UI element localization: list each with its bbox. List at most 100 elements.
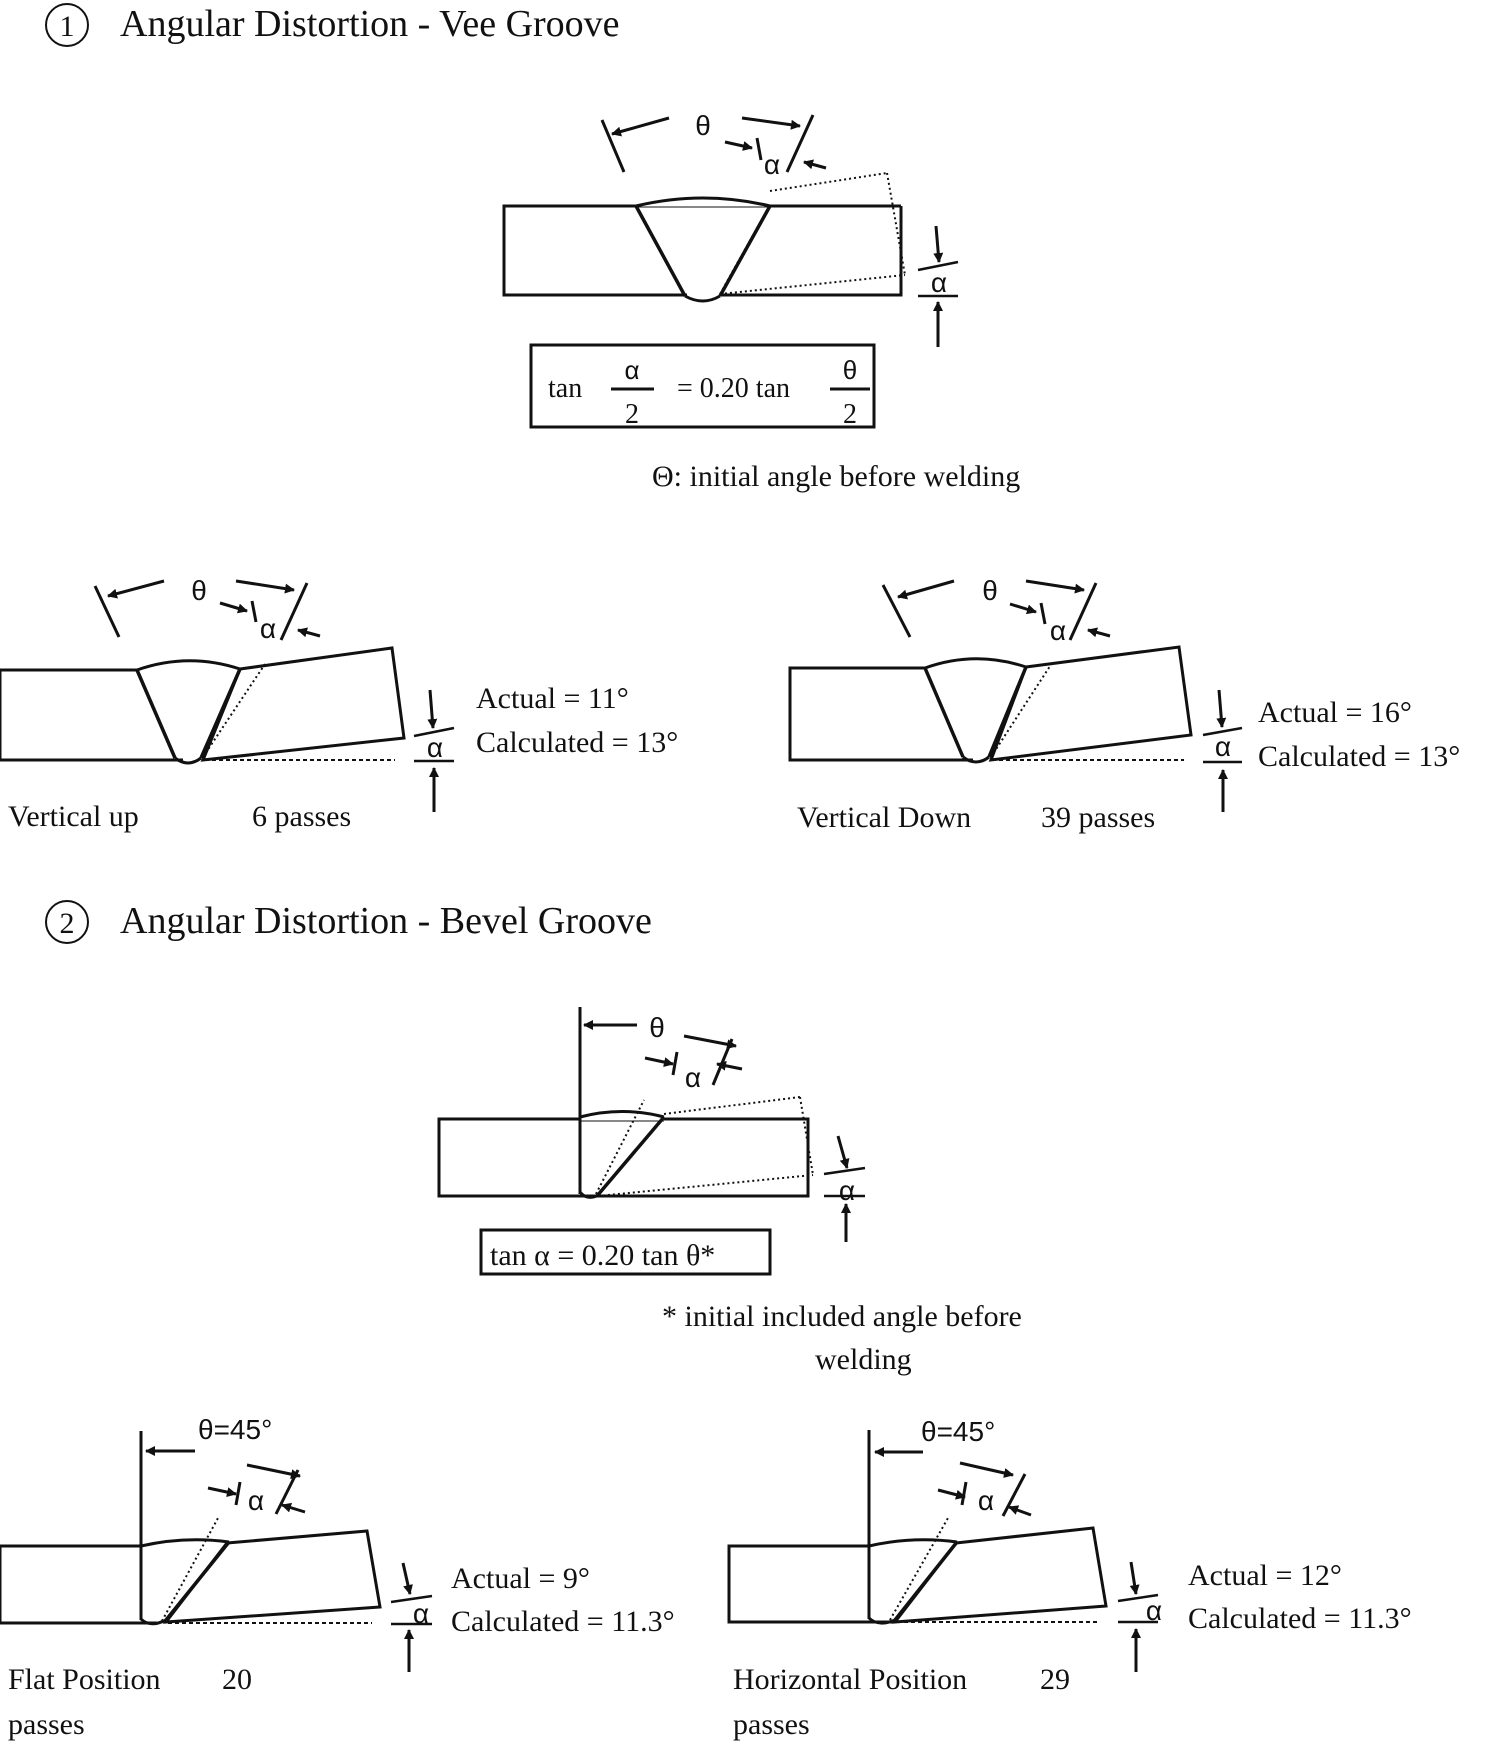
side-alpha-arrow-down xyxy=(1129,1561,1140,1595)
formula-rhs: = 0.20 tan xyxy=(677,373,790,404)
bevel-note-line-2: welding xyxy=(815,1343,912,1376)
theta-right-extension xyxy=(1001,1473,1027,1517)
vertical-up-theta-label: θ xyxy=(191,575,207,606)
weld-root xyxy=(962,755,990,764)
vertical-down-diagram xyxy=(788,579,1243,812)
theta-left-extension xyxy=(881,584,912,638)
left-plate xyxy=(502,204,687,297)
bevel-side-alpha-label: α xyxy=(839,1175,855,1206)
horizontal-position: Horizontal Position xyxy=(733,1663,967,1696)
flat-position-diagram xyxy=(0,1431,433,1672)
weld-cap xyxy=(579,1110,665,1119)
alpha-tick xyxy=(234,1481,242,1506)
theta-right-extension xyxy=(785,114,815,173)
vertical-up-side-alpha-label: α xyxy=(427,732,443,763)
horizontal-passes-count: 29 xyxy=(1040,1663,1070,1696)
bevel-sloped-face xyxy=(893,1540,959,1622)
side-alpha-line-top xyxy=(390,1594,433,1604)
horizontal-passes-word: passes xyxy=(733,1708,810,1741)
alpha-tick xyxy=(671,1051,679,1076)
alpha-arrow-left xyxy=(937,1488,966,1500)
vertical-down-side-alpha-label: α xyxy=(1215,731,1231,762)
rotated-plate xyxy=(988,645,1193,762)
theta-arrow-left xyxy=(611,116,670,137)
alpha-arrow-right xyxy=(1087,627,1111,638)
flat-theta-label: θ=45° xyxy=(198,1414,272,1445)
weld-cap xyxy=(140,1538,230,1548)
weld-root xyxy=(174,756,202,765)
flat-actual: Actual = 9° xyxy=(451,1562,590,1595)
original-groove-wall xyxy=(990,662,1053,758)
section-1-number-circle xyxy=(45,3,89,47)
theta-left-extension xyxy=(93,585,121,638)
vee-alpha-label: α xyxy=(764,149,780,180)
theta-left-extension xyxy=(600,119,626,173)
distorted-plate-outline xyxy=(595,1096,814,1197)
groove-right-wall xyxy=(987,666,1028,758)
flat-passes-count: 20 xyxy=(222,1663,252,1696)
groove-left-wall xyxy=(923,667,965,758)
theta-arrow-right xyxy=(683,1034,737,1050)
vertical-down-alpha-label: α xyxy=(1050,615,1066,646)
alpha-arrow-left xyxy=(724,140,753,151)
groove-left-wall xyxy=(634,205,687,297)
flat-passes-word: passes xyxy=(8,1708,85,1741)
bevel-sloped-face xyxy=(164,1540,231,1622)
side-alpha-line-top xyxy=(1202,726,1243,737)
side-alpha-line-top xyxy=(1117,1593,1159,1603)
alpha-tick xyxy=(1039,602,1047,625)
vertical-up-diagram xyxy=(0,579,455,812)
flat-side-alpha-label: α xyxy=(413,1598,429,1629)
theta-arrow-left xyxy=(107,579,165,599)
vertical-down-passes: 39 passes xyxy=(1041,801,1155,834)
alpha-tick xyxy=(755,137,763,161)
formula-lhs-numerator: α xyxy=(624,355,639,385)
flat-calculated: Calculated = 11.3° xyxy=(451,1605,675,1638)
formula-box-vee: tan α 2 = 0.20 tan θ 2 xyxy=(529,343,876,430)
theta-arrow-right xyxy=(741,116,801,130)
bevel-theta-label: θ xyxy=(649,1012,665,1043)
theta-arrow-left xyxy=(897,579,955,600)
side-alpha-line-top xyxy=(413,726,455,738)
section-2-title: Angular Distortion - Bevel Groove xyxy=(120,900,652,942)
section-2-number: 2 xyxy=(60,907,75,940)
left-plate xyxy=(437,1117,597,1198)
horizontal-side-alpha-label: α xyxy=(1146,1595,1162,1626)
vertical-up-passes: 6 passes xyxy=(252,800,351,833)
bevel-note-line-1: * initial included angle before xyxy=(662,1300,1022,1333)
horizontal-theta-label: θ=45° xyxy=(921,1416,995,1447)
original-groove-wall xyxy=(202,663,266,758)
left-plate xyxy=(0,1544,157,1625)
vertical-down-actual: Actual = 16° xyxy=(1258,696,1412,729)
horizontal-position-diagram xyxy=(727,1430,1159,1672)
vertical-up-calculated: Calculated = 13° xyxy=(476,726,678,759)
section-1-title: Angular Distortion - Vee Groove xyxy=(120,3,620,45)
original-bevel-face xyxy=(161,1517,219,1622)
section-1-header: 1 Angular Distortion - Vee Groove xyxy=(45,3,620,47)
left-plate xyxy=(727,1544,893,1624)
vee-theta-label: θ xyxy=(695,110,711,141)
original-bevel-face xyxy=(889,1517,949,1621)
alpha-arrow-right xyxy=(281,1502,306,1514)
section-2-number-circle xyxy=(45,900,89,944)
weld-cap xyxy=(136,659,241,672)
horizontal-actual: Actual = 12° xyxy=(1188,1559,1342,1592)
theta-arrow-right xyxy=(1025,579,1085,594)
side-alpha-arrow-down xyxy=(427,689,438,729)
vertical-up-position: Vertical up xyxy=(8,800,139,833)
section-1-number: 1 xyxy=(60,10,75,43)
horizontal-calculated: Calculated = 11.3° xyxy=(1188,1602,1412,1635)
side-alpha-line-top xyxy=(917,260,959,272)
groove-left-wall xyxy=(135,669,177,759)
alpha-arrow-left xyxy=(207,1486,237,1498)
rotated-plate xyxy=(162,1529,382,1624)
alpha-arrow-left xyxy=(1009,602,1037,615)
theta-arrow-right xyxy=(246,1463,301,1480)
vee-note: Θ: initial angle before welding xyxy=(652,460,1020,493)
weld-root xyxy=(578,1191,598,1199)
bevel-sloped-face xyxy=(595,1115,666,1198)
alpha-arrow-left xyxy=(219,601,248,614)
theta-arrow-right xyxy=(235,579,295,594)
theta-right-extension xyxy=(1068,582,1098,641)
weld-root xyxy=(139,1617,167,1626)
